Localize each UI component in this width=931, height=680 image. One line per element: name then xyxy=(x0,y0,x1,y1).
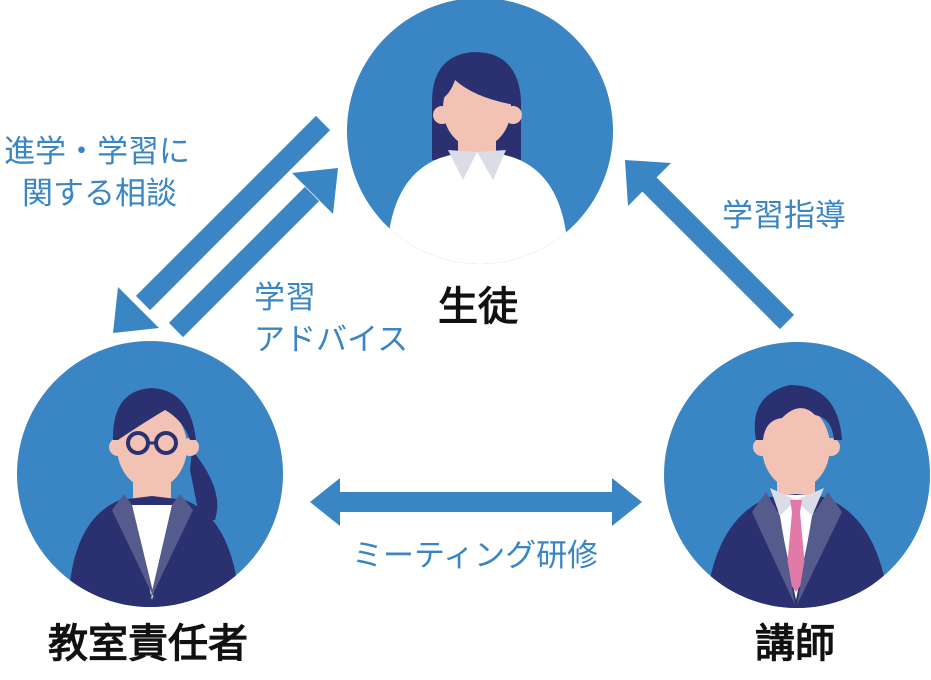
manager-label: 教室責任者 xyxy=(48,620,248,667)
student-avatar-icon xyxy=(347,0,613,264)
teacher-avatar-icon xyxy=(664,342,930,608)
advice-label-line1: 学習 xyxy=(254,280,316,316)
arrow-consultation xyxy=(113,115,331,333)
consultation-label-line1: 進学・学習に xyxy=(4,134,190,170)
advice-label-line2: アドバイス xyxy=(254,322,409,358)
instruction-label: 学習指導 xyxy=(722,198,846,234)
teacher-label: 講師 xyxy=(755,620,835,667)
arrow-meeting xyxy=(310,478,642,526)
arrow-instruction xyxy=(625,160,795,330)
consultation-label-line2: 関する相談 xyxy=(22,176,177,212)
student-label: 生徒 xyxy=(438,283,518,330)
manager-avatar-icon xyxy=(17,341,283,607)
meeting-label: ミーティング研修 xyxy=(352,538,599,574)
arrow-advice xyxy=(168,168,338,338)
